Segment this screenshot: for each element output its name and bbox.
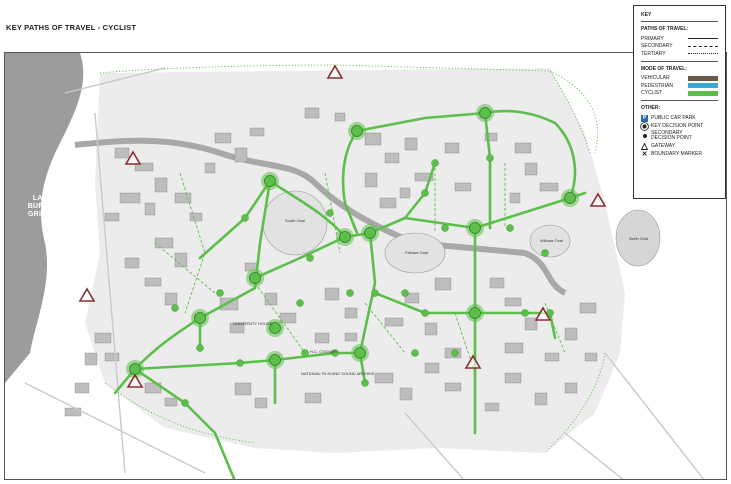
legend-paths-heading: PATHS OF TRAVEL: <box>641 26 689 32</box>
legend-secondary-decision: SECONDARY DECISION POINT <box>641 130 718 142</box>
lake-burley-griffin <box>5 53 84 383</box>
south-oval-label: South Oval <box>285 218 305 223</box>
legend-mode-heading: MODE OF TRAVEL: <box>641 65 688 72</box>
map-canvas <box>5 53 705 479</box>
legend-key-decision: KEY DECISION POINT <box>641 122 718 130</box>
legend-secondary: SECONDARY <box>641 43 718 51</box>
key-decision-icon <box>641 122 648 130</box>
boundary-x-icon: ✕ <box>641 150 648 158</box>
legend-gateway: GATEWAY <box>640 141 718 150</box>
key-decision-points <box>126 104 579 378</box>
campus-map[interactable]: LAKE BURLEY GRIFFIN South Oval Fellows O… <box>4 52 727 480</box>
secondary-decision-points <box>171 154 554 407</box>
page-title: KEY PATHS OF TRAVEL - CYCLIST <box>6 23 137 32</box>
national-film-label: NATIONAL FILM AND SOUND ARCHIVE <box>301 371 375 376</box>
fellows-oval-label: Fellows Oval <box>405 250 428 255</box>
fellows-oval <box>384 232 446 274</box>
sullivans-creek <box>74 137 567 296</box>
university-house-label: UNIVERSITY HOUSE <box>233 321 273 326</box>
legend-cyclist: CYCLIST <box>641 90 718 98</box>
legend-vehicular: VEHICULAR <box>641 75 718 83</box>
legend-boundary: ✕ BOUNDARY MARKER <box>641 150 702 158</box>
parking-icon: P <box>641 114 648 122</box>
north-oval-label: North Oval <box>629 236 649 241</box>
gateway-triangle-icon <box>640 141 649 150</box>
legend-pedestrian: PEDESTRIAN <box>641 82 718 90</box>
willows-oval-label: Willows Oval <box>540 238 563 243</box>
legend-heading: KEY <box>641 12 652 18</box>
legend-tertiary: TERTIARY <box>641 50 718 58</box>
north-oval-field <box>615 209 661 267</box>
legend-other-heading: OTHER: <box>641 105 661 111</box>
legend-car-park: P PUBLIC CAR PARK <box>641 114 696 122</box>
hc-coombs-label: H.C. COOMBS <box>310 349 337 354</box>
gateways <box>78 64 607 388</box>
tertiary-paths <box>99 64 606 454</box>
map-legend: KEY PATHS OF TRAVEL: PRIMARY SECONDARY T… <box>633 5 726 199</box>
willows-oval <box>529 224 571 258</box>
lake-label: LAKE BURLEY GRIFFIN <box>27 195 59 218</box>
roads <box>24 67 705 479</box>
legend-primary: PRIMARY <box>641 35 718 43</box>
buildings-group <box>64 107 598 417</box>
secondary-decision-icon <box>642 134 647 138</box>
south-oval <box>262 190 328 256</box>
